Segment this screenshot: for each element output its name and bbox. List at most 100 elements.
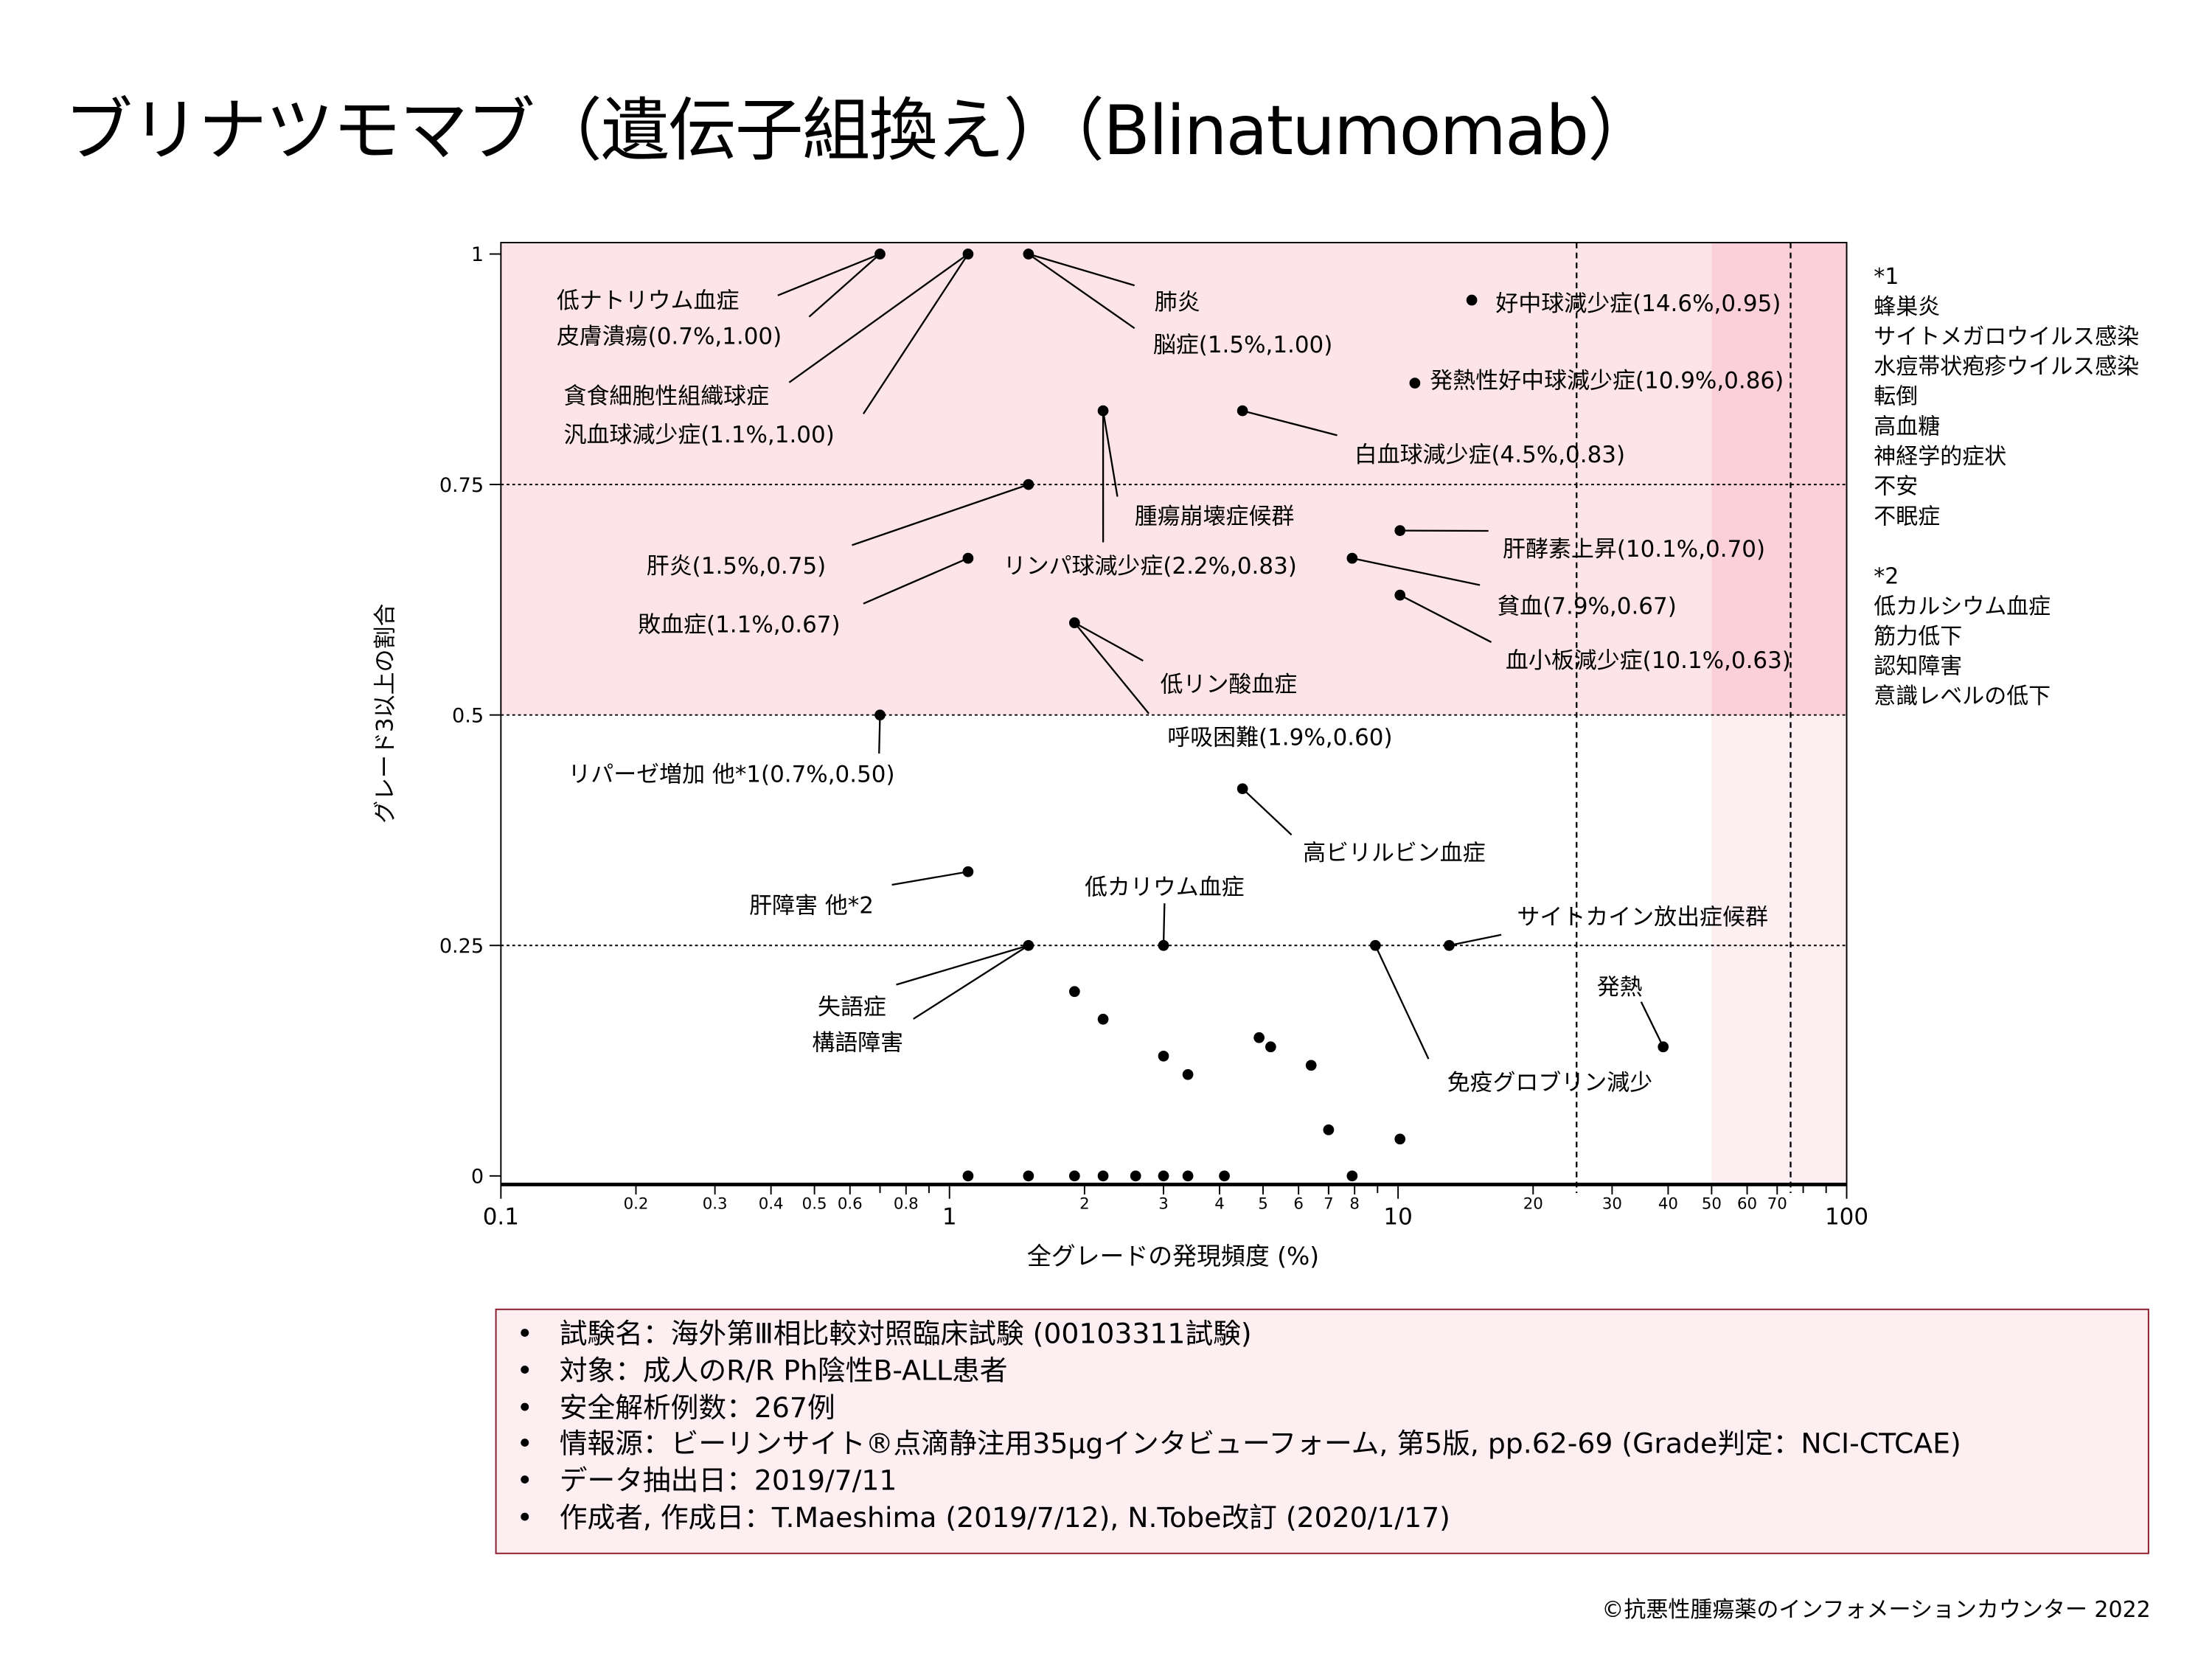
- data-point: [962, 866, 974, 877]
- info-text: 作成者, 作成日：T.Maeshima (2019/7/12), N.Tobe改…: [559, 1501, 1450, 1534]
- data-point: [1237, 405, 1248, 417]
- leader-line: [1640, 1001, 1664, 1048]
- leader-line: [808, 253, 881, 318]
- data-point: [962, 552, 974, 564]
- point-label: 肝炎(1.5%,0.75): [647, 553, 826, 580]
- point-label: 構語障害: [812, 1030, 903, 1057]
- footnote-item: 低カルシウム血症: [1874, 594, 2051, 619]
- leader-line: [777, 253, 880, 296]
- x-tick-label: 70: [1767, 1194, 1787, 1213]
- x-tick-label: 4: [1214, 1194, 1225, 1213]
- data-point: [1305, 1060, 1317, 1071]
- data-point: [1346, 1170, 1358, 1182]
- leader-line: [852, 483, 1029, 546]
- x-tick-label: 0.6: [838, 1194, 863, 1213]
- bullet-icon: •: [516, 1391, 533, 1424]
- data-point: [1023, 248, 1034, 260]
- y-tick-label: 0.75: [439, 474, 484, 497]
- leader-line: [1102, 410, 1119, 497]
- info-line: •作成者, 作成日：T.Maeshima (2019/7/12), N.Tobe…: [517, 1500, 2148, 1537]
- leader-line: [913, 945, 1029, 1020]
- info-line: • 安全解析例数：267例: [517, 1389, 2148, 1426]
- data-point: [962, 1170, 974, 1182]
- x-tick-label: 0.8: [894, 1194, 919, 1213]
- bullet-icon: •: [516, 1427, 533, 1461]
- bullet-icon: •: [516, 1464, 533, 1498]
- point-label: 高ビリルビン血症: [1303, 840, 1486, 866]
- data-point: [874, 248, 886, 260]
- data-point: [1182, 1068, 1194, 1080]
- point-label: 失語症: [818, 994, 886, 1020]
- point-label: 肺炎: [1155, 289, 1200, 316]
- x-tick-label: 10: [1383, 1204, 1412, 1231]
- data-point: [874, 709, 886, 721]
- point-label: 白血球減少症(4.5%,0.83): [1354, 442, 1625, 468]
- point-label: リンパ球減少症(2.2%,0.83): [1004, 553, 1297, 580]
- x-tick-label: 50: [1702, 1194, 1722, 1213]
- data-point: [1658, 1041, 1669, 1053]
- y-tick-label: 1: [471, 243, 484, 266]
- point-label: 肝酵素上昇(10.1%,0.70): [1503, 536, 1765, 563]
- leader-line: [788, 253, 969, 383]
- data-point: [1394, 1133, 1406, 1145]
- x-tick-label: 7: [1324, 1194, 1334, 1213]
- data-point: [1323, 1124, 1335, 1135]
- point-label: 皮膚潰瘍(0.7%,1.00): [557, 323, 782, 349]
- x-tick-label: 5: [1258, 1194, 1268, 1213]
- data-point: [1394, 525, 1406, 536]
- point-label: 汎血球減少症(1.1%,1.00): [564, 422, 835, 448]
- study-info-box: •試験名：海外第Ⅲ相比較対照臨床試験 (00103311試験)•対象：成人のR/…: [495, 1308, 2149, 1554]
- point-label: 貪食細胞性組織球症: [564, 383, 770, 410]
- data-point: [1023, 939, 1034, 951]
- footnote-marker: *1: [1874, 264, 1899, 290]
- footnote-marker: *2: [1874, 564, 1899, 590]
- leader-line: [1028, 253, 1135, 330]
- point-label: 血小板減少症(10.1%,0.63): [1506, 647, 1791, 674]
- point-label: 脳症(1.5%,1.00): [1153, 332, 1332, 358]
- data-point: [1265, 1041, 1276, 1053]
- x-tick-label: 40: [1658, 1194, 1678, 1213]
- footnote-item: 不眠症: [1874, 504, 1940, 529]
- y-tick-label: 0: [471, 1166, 484, 1189]
- shaded-region-grade3: [501, 243, 1847, 715]
- point-label: 免疫グロブリン減少: [1447, 1070, 1653, 1096]
- data-point: [1394, 589, 1406, 601]
- leader-line: [1028, 253, 1135, 287]
- x-tick-label: 20: [1523, 1194, 1543, 1213]
- data-point: [1158, 1170, 1169, 1182]
- leader-line: [1352, 557, 1481, 586]
- footnote-item: 蜂巣炎: [1874, 294, 1940, 320]
- info-line: • データ抽出日：2019/7/11: [517, 1463, 2148, 1500]
- info-text: データ抽出日：2019/7/11: [559, 1464, 897, 1498]
- x-tick-label: 0.3: [703, 1194, 728, 1213]
- data-point: [1023, 479, 1034, 490]
- y-tick-label: 0.5: [452, 704, 484, 727]
- leader-line: [878, 714, 881, 754]
- y-axis-label: グレード3以上の割合: [372, 604, 398, 824]
- data-point: [1068, 986, 1080, 998]
- x-tick-label: 2: [1079, 1194, 1090, 1213]
- footnote-item: 転倒: [1874, 384, 1918, 410]
- x-tick-label: 30: [1602, 1194, 1622, 1213]
- info-text: 安全解析例数：267例: [559, 1391, 835, 1424]
- copyright: ©抗悪性腫瘍薬のインフォメーションカウンター 2022: [1601, 1596, 2151, 1623]
- footnote-item: 認知障害: [1874, 654, 1962, 680]
- point-label: 発熱: [1597, 974, 1643, 1001]
- data-point: [1182, 1170, 1194, 1182]
- data-point: [1346, 552, 1358, 564]
- data-point: [1068, 1170, 1080, 1182]
- data-point: [1466, 294, 1478, 306]
- point-label: 呼吸困難(1.9%,0.60): [1167, 724, 1392, 751]
- data-point: [1444, 939, 1455, 951]
- info-text: 試験名：海外第Ⅲ相比較対照臨床試験 (00103311試験): [559, 1317, 1252, 1350]
- x-axis-label: 全グレードの発現頻度 (%): [1027, 1242, 1319, 1270]
- footnote-item: 高血糖: [1874, 414, 1940, 439]
- point-label: 敗血症(1.1%,0.67): [638, 611, 840, 638]
- x-tick-label: 0.1: [483, 1204, 519, 1231]
- point-label: 低カリウム血症: [1085, 874, 1245, 901]
- y-tick-label: 0.25: [439, 935, 484, 958]
- data-point: [1253, 1032, 1265, 1043]
- leader-line: [1374, 945, 1430, 1060]
